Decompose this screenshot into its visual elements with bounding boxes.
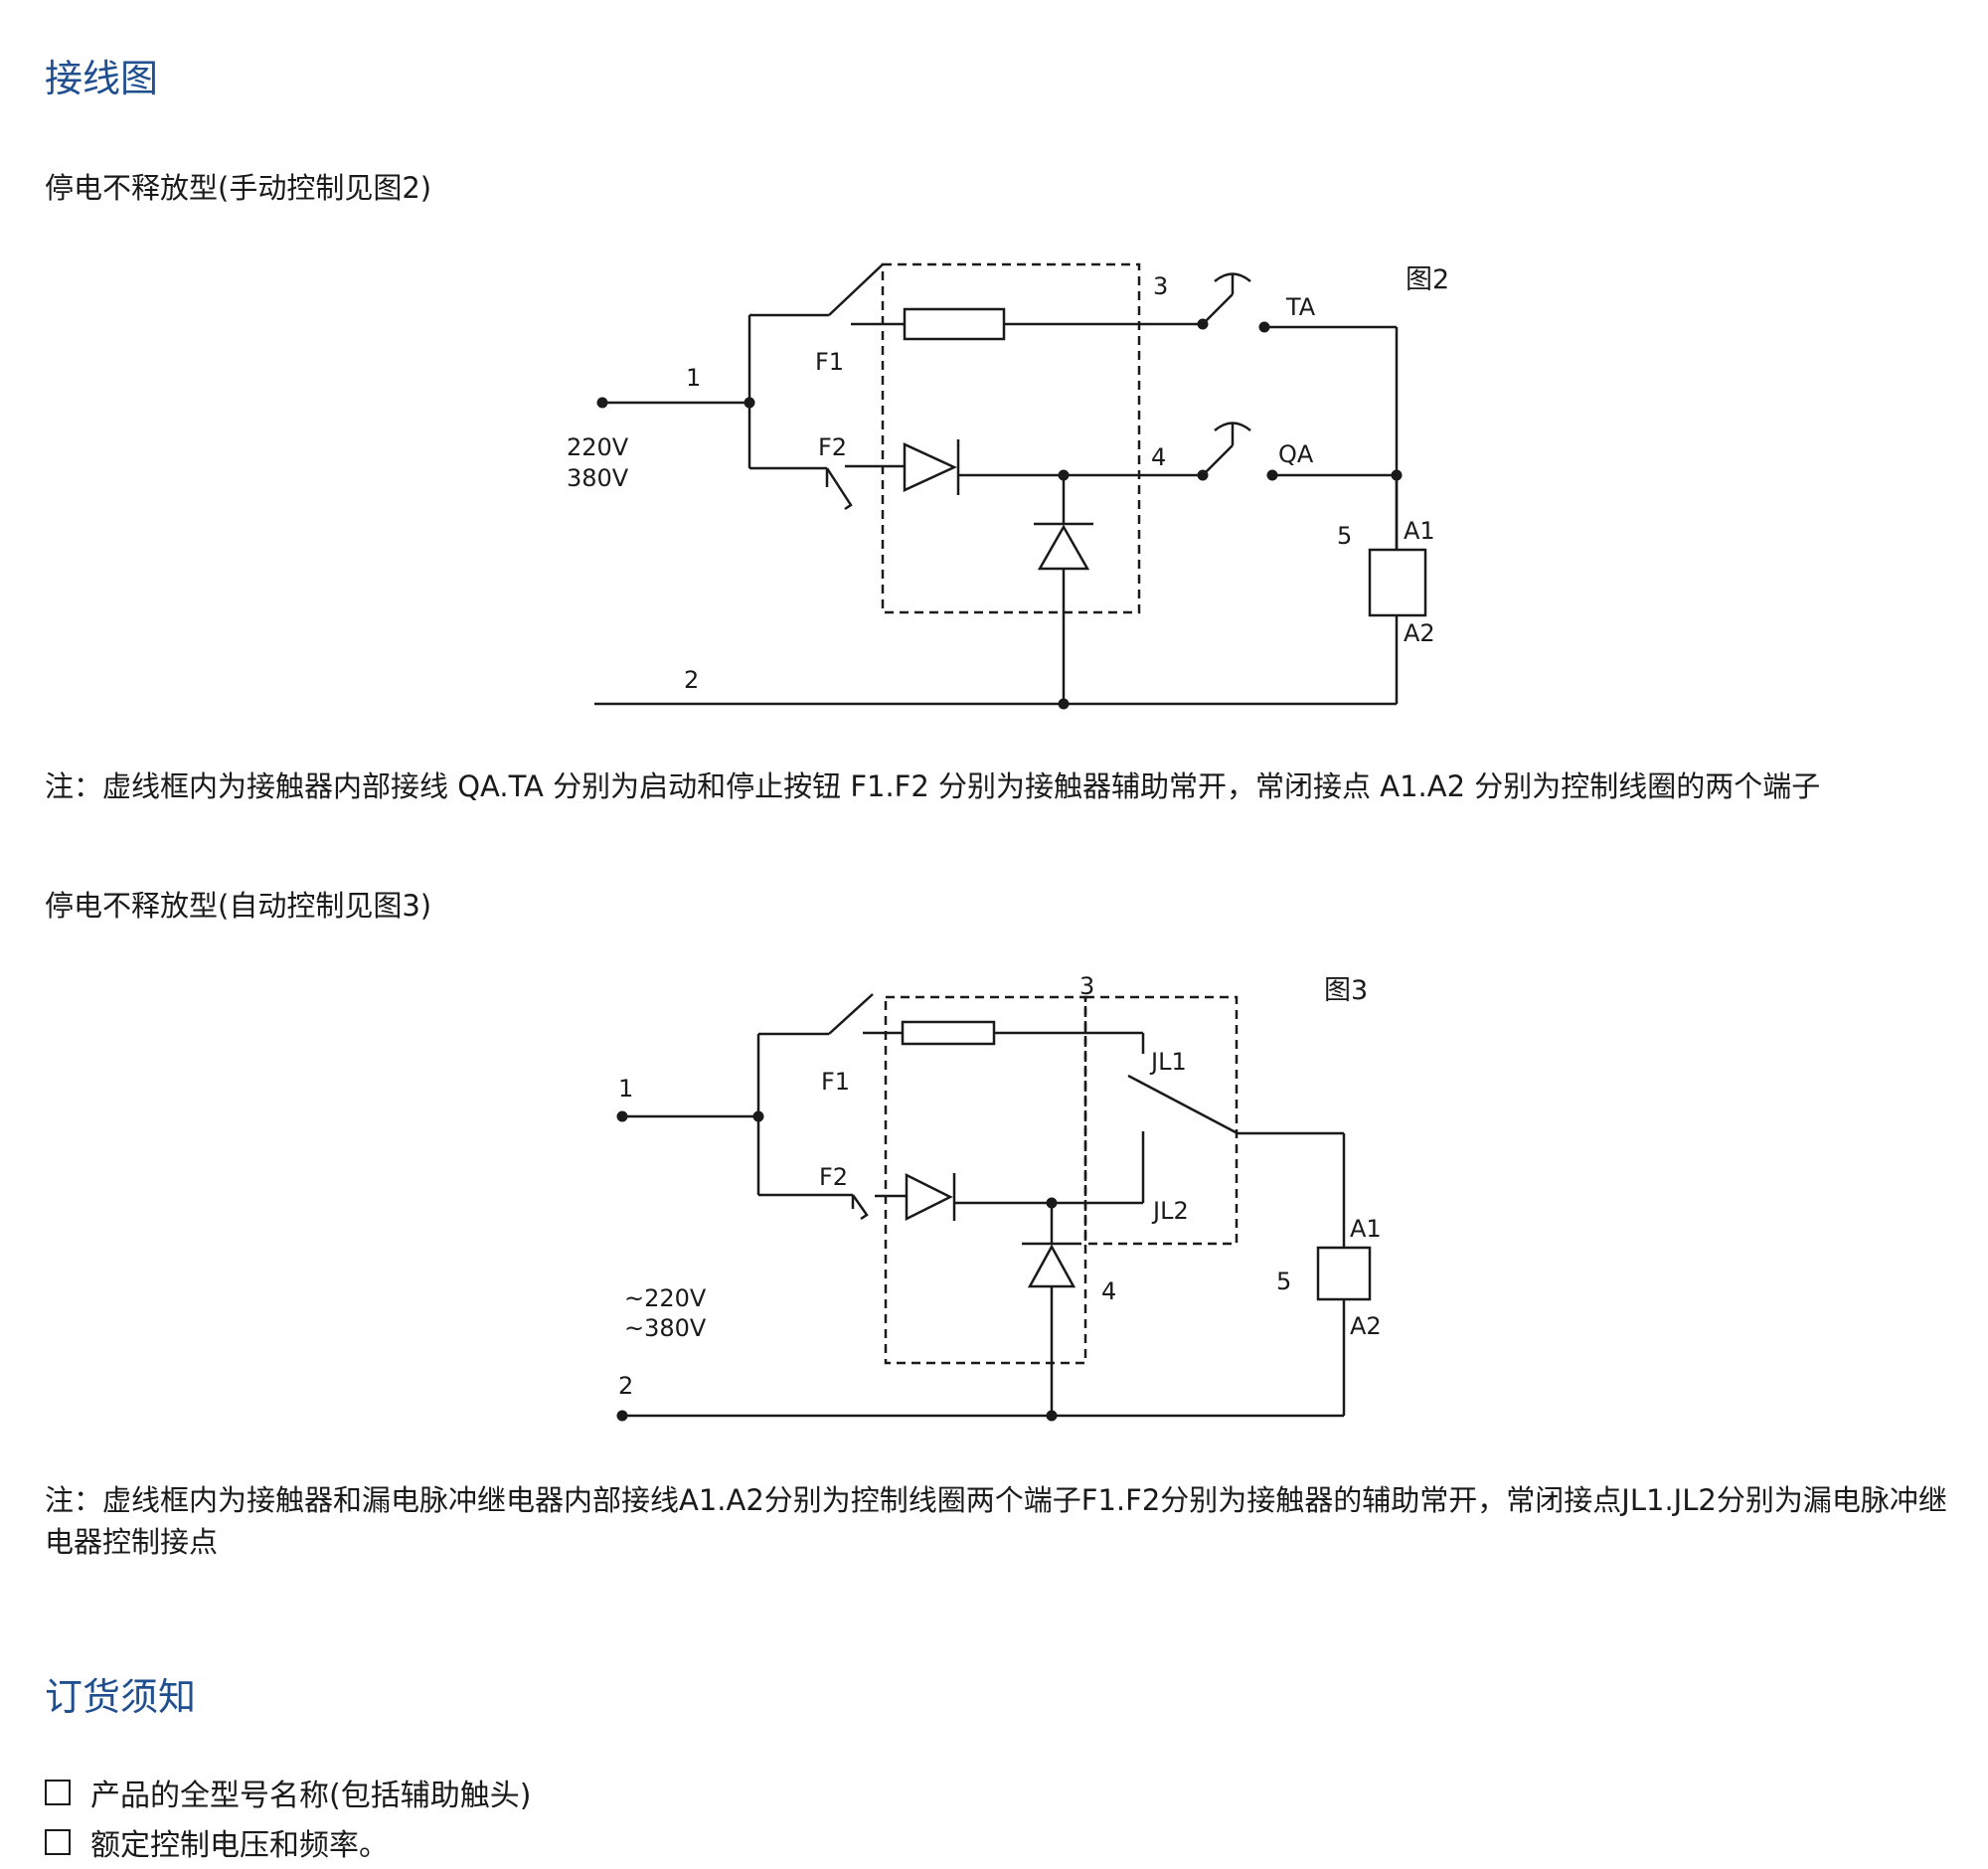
resistor-symbol — [901, 1020, 996, 1046]
diode-symbol — [905, 1172, 953, 1222]
label-qa: QA — [1278, 440, 1314, 468]
wiring-diagram-heading: 接线图 — [45, 57, 159, 100]
order-item-text: 产品的全型号名称(包括辅助触头) — [90, 1779, 532, 1813]
order-notice-list: 产品的全型号名称(包括辅助触头) 额定控制电压和频率。 — [45, 1768, 531, 1867]
order-item: 额定控制电压和频率。 — [45, 1817, 531, 1867]
order-item: 产品的全型号名称(包括辅助触头) — [45, 1768, 531, 1817]
label-f2: F2 — [819, 1163, 848, 1191]
diagram2-subtitle: 停电不释放型(自动控制见图3) — [45, 889, 432, 923]
label-node-4: 4 — [1101, 1277, 1116, 1305]
label-node-5: 5 — [1276, 1268, 1291, 1295]
label-node-3: 3 — [1079, 972, 1094, 1000]
label-a2: A2 — [1404, 619, 1435, 647]
diode-vertical-symbol — [1027, 1244, 1077, 1288]
diagram1-subtitle: 停电不释放型(手动控制见图2) — [45, 171, 432, 205]
label-f2: F2 — [818, 433, 847, 461]
ta-button-cap — [1214, 272, 1251, 282]
figure-label-2: 图2 — [1406, 264, 1449, 295]
f2-contact-blade — [825, 467, 853, 511]
label-jl1: JL1 — [1149, 1048, 1187, 1076]
label-node-1: 1 — [686, 364, 701, 392]
label-node-5: 5 — [1337, 522, 1352, 550]
label-voltage-380: 380V — [567, 464, 629, 492]
label-node-2: 2 — [684, 666, 699, 694]
checkbox-icon — [45, 1780, 71, 1805]
label-a1: A1 — [1404, 517, 1435, 545]
figure-label-3: 图3 — [1324, 975, 1368, 1006]
label-f1: F1 — [815, 348, 844, 376]
ta-switch-blade — [1202, 293, 1234, 325]
label-a1: A1 — [1350, 1215, 1382, 1243]
label-node-4: 4 — [1151, 443, 1166, 471]
label-f1: F1 — [821, 1068, 850, 1096]
diode-symbol — [903, 442, 957, 492]
order-notice-heading: 订货须知 — [45, 1675, 197, 1719]
f1-contact-blade — [828, 993, 874, 1035]
label-node-3: 3 — [1153, 272, 1168, 300]
label-jl2: JL2 — [1151, 1197, 1189, 1225]
label-ta: TA — [1285, 293, 1316, 321]
label-voltage-220: ~220V — [624, 1284, 707, 1312]
relay-dashed-box — [1083, 995, 1239, 1246]
contactor-dashed-box — [881, 262, 1141, 614]
jl1-switch-blade — [1127, 1074, 1239, 1135]
coil-symbol — [1316, 1246, 1372, 1301]
label-voltage-220: 220V — [567, 433, 629, 461]
qa-switch-blade — [1202, 444, 1234, 476]
label-node-2: 2 — [618, 1372, 633, 1400]
contactor-dashed-box — [884, 995, 1087, 1365]
label-a2: A2 — [1350, 1312, 1382, 1340]
order-item-text: 额定控制电压和频率。 — [90, 1828, 389, 1863]
diagram2-note: 注：虚线框内为接触器和漏电脉冲继电器内部接线A1.A2分别为控制线圈两个端子F1… — [45, 1483, 1947, 1559]
diagram1-note: 注：虚线框内为接触器内部接线 QA.TA 分别为启动和停止按钮 F1.F2 分别… — [45, 769, 1821, 803]
label-node-1: 1 — [618, 1075, 633, 1103]
f2-contact-blade — [851, 1194, 869, 1221]
label-voltage-380: ~380V — [624, 1314, 707, 1342]
checkbox-icon — [45, 1829, 71, 1855]
f1-contact-blade — [828, 263, 884, 316]
qa-button-cap — [1214, 422, 1251, 431]
